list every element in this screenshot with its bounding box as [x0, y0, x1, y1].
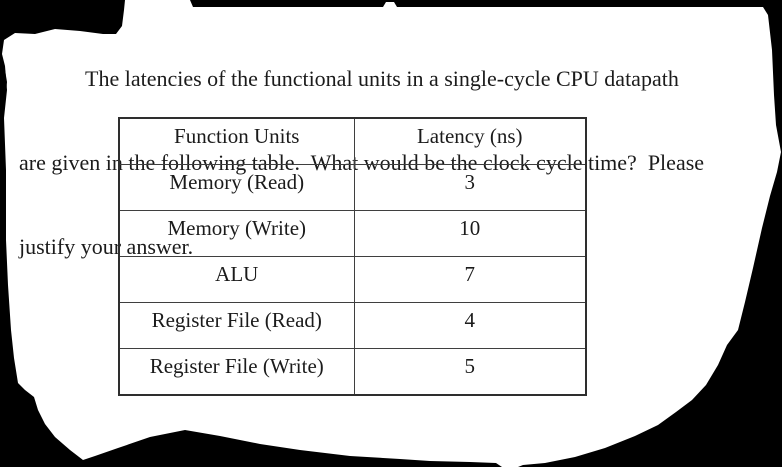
cell-unit-register-file-write: Register File (Write)	[118, 348, 355, 396]
table-row: ALU 7	[118, 256, 587, 303]
table-row: Memory (Write) 10	[118, 210, 587, 257]
header-function-units: Function Units	[118, 117, 355, 165]
table-row: Register File (Write) 5	[118, 348, 587, 396]
cell-unit-register-file-read: Register File (Read)	[118, 302, 355, 349]
cell-unit-memory-write: Memory (Write)	[118, 210, 355, 257]
cell-latency-memory-read: 3	[353, 164, 587, 211]
table-row: Register File (Read) 4	[118, 302, 587, 349]
cell-unit-alu: ALU	[118, 256, 355, 303]
latency-table: Function Units Latency (ns) Memory (Read…	[118, 117, 587, 396]
table-header-row: Function Units Latency (ns)	[118, 117, 587, 165]
cell-latency-memory-write: 10	[353, 210, 587, 257]
cell-latency-register-file-read: 4	[353, 302, 587, 349]
cell-latency-alu: 7	[353, 256, 587, 303]
header-latency-ns: Latency (ns)	[353, 117, 587, 165]
scan-artifact-left	[0, 68, 7, 96]
cell-latency-register-file-write: 5	[353, 348, 587, 396]
cell-unit-memory-read: Memory (Read)	[118, 164, 355, 211]
table-row: Memory (Read) 3	[118, 164, 587, 211]
question-line-1: The latencies of the functional units in…	[85, 66, 679, 91]
